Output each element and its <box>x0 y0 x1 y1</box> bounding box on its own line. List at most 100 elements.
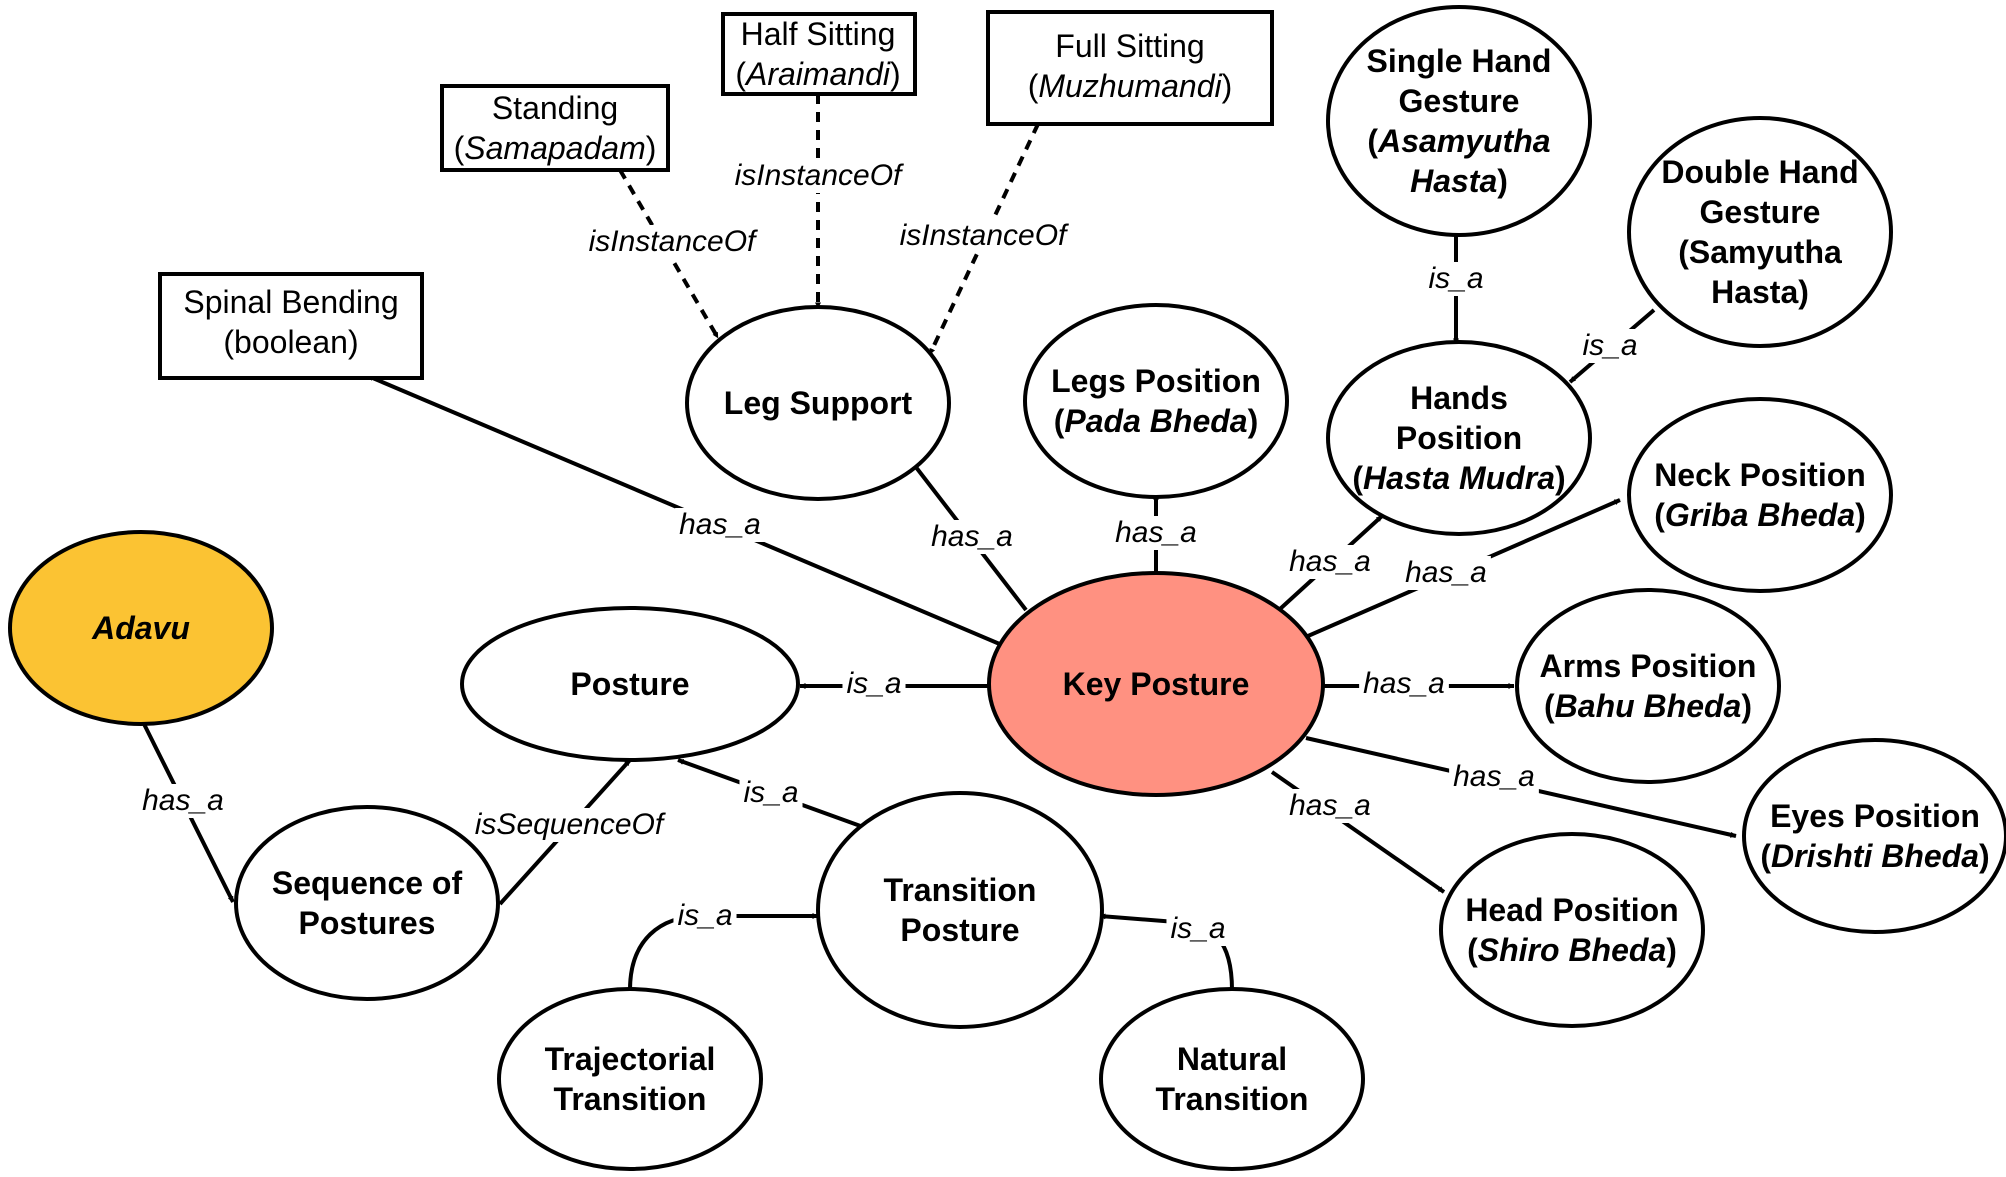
node-label-segment: ( <box>1544 688 1555 724</box>
node-label-segment: Hasta) <box>1711 274 1809 310</box>
edge-label-background <box>1166 912 1230 946</box>
node-label-segment: Pada Bheda <box>1064 403 1247 439</box>
node-label-line: Posture <box>900 912 1019 948</box>
node-label-segment: (boolean) <box>223 324 358 360</box>
node-label-segment: Half Sitting <box>741 16 896 52</box>
node-label-line: (Griba Bheda) <box>1654 497 1866 533</box>
edge-label-background <box>895 219 1071 253</box>
node-label-segment: Transition <box>884 872 1037 908</box>
node-label-segment: Full Sitting <box>1055 28 1204 64</box>
node-label-segment: Standing <box>492 90 618 126</box>
node-label-segment: ( <box>1367 123 1378 159</box>
edge-label-background <box>1449 760 1539 794</box>
node-label-line: Neck Position <box>1654 457 1866 493</box>
edge-key-posture-arms-position: has_a <box>1323 667 1515 701</box>
node-neck-position: Neck Position (Griba Bheda) <box>1627 397 1893 593</box>
edge-label: has_a <box>1289 789 1371 822</box>
node-label-segment: Gesture <box>1700 194 1821 230</box>
edge-label: is_a <box>1170 912 1225 945</box>
node-label-line: Hands <box>1410 380 1508 416</box>
node-posture: Posture <box>460 606 800 762</box>
edge-label: is_a <box>846 667 901 700</box>
edge-transition-posture-posture: is_a <box>677 758 867 830</box>
node-label-segment: ) <box>1222 68 1233 104</box>
edge-label-background <box>730 159 906 193</box>
node-label-segment: (Samyutha <box>1678 234 1842 270</box>
node-label-segment: Shiro Bheda <box>1478 932 1666 968</box>
node-label-line: (boolean) <box>223 324 358 360</box>
edge-label-background <box>1424 262 1488 296</box>
node-label-line: (Hasta Mudra) <box>1352 460 1565 496</box>
node-label-segment: ( <box>1467 932 1478 968</box>
edge-label-background <box>138 784 228 818</box>
edge-key-posture-head-position: has_a <box>1270 770 1446 894</box>
node-label-segment: ( <box>1760 838 1771 874</box>
edge-label: is_a <box>1428 262 1483 295</box>
edge-natural-transition-posture: is_a <box>1099 912 1234 991</box>
node-label-segment: ( <box>1028 68 1039 104</box>
node-label-line: Key Posture <box>1063 666 1250 702</box>
edge-label: has_a <box>679 508 761 541</box>
node-label-segment: ) <box>1855 497 1866 533</box>
edge-key-posture-eyes-position: has_a <box>1305 736 1737 838</box>
node-adavu: Adavu <box>8 530 274 726</box>
node-label-segment: Key Posture <box>1063 666 1250 702</box>
node-label-line: Hasta) <box>1410 163 1508 199</box>
node-standing: Standing(Samapadam) <box>440 84 670 172</box>
node-label-line: Gesture <box>1700 194 1821 230</box>
node-spinal-bending: Spinal Bending(boolean) <box>158 272 424 380</box>
node-label-segment: Trajectorial <box>545 1041 716 1077</box>
node-label-segment: ) <box>1248 403 1259 439</box>
node-label-line: Natural <box>1177 1041 1287 1077</box>
node-label-segment: Legs Position <box>1051 363 1261 399</box>
node-label-segment: ) <box>646 130 657 166</box>
edge-label: has_a <box>1289 545 1371 578</box>
edge-adavu-sequence: has_a <box>138 723 235 903</box>
node-label-line: Legs Position <box>1051 363 1261 399</box>
node-label-line: Half Sitting <box>741 16 896 52</box>
node-label-segment: Asamyutha <box>1377 123 1551 159</box>
edge-sequence-posture: isSequenceOf <box>470 758 668 906</box>
node-label-segment: ( <box>454 130 465 166</box>
edge-label: has_a <box>931 520 1013 553</box>
node-label-segment: Single Hand <box>1367 43 1552 79</box>
node-label-segment: Transition <box>554 1081 707 1117</box>
edge-key-posture-neck-position: has_a <box>1307 498 1621 638</box>
edge-label-background <box>1111 516 1201 550</box>
edge-label-background <box>675 508 765 542</box>
node-label-segment: ) <box>1497 163 1508 199</box>
edge-key-posture-legs-position: has_a <box>1111 493 1201 574</box>
node-label-line: Transition <box>884 872 1037 908</box>
edge-label: has_a <box>142 784 224 817</box>
node-label-segment: Adavu <box>91 610 190 646</box>
node-label-line: Arms Position <box>1540 648 1757 684</box>
node-label-segment: Head Position <box>1465 892 1678 928</box>
node-label-line: (Samyutha <box>1678 234 1842 270</box>
node-label-line: (Muzhumandi) <box>1028 68 1233 104</box>
edge-label-background <box>584 225 760 259</box>
node-label-segment: ( <box>1654 497 1665 533</box>
edge-label: isInstanceOf <box>589 225 758 258</box>
node-label-segment: Bahu Bheda <box>1555 688 1742 724</box>
node-label-segment: Drishti Bheda <box>1771 838 1979 874</box>
node-label-segment: Hasta <box>1410 163 1497 199</box>
node-label-segment: Muzhumandi <box>1038 68 1222 104</box>
node-label-line: Leg Support <box>724 385 913 421</box>
node-label-segment: Hasta Mudra <box>1363 460 1555 496</box>
edge-half-sitting-leg-support: isInstanceOf <box>730 94 906 309</box>
node-label-segment: ) <box>1666 932 1677 968</box>
node-label-line: Standing <box>492 90 618 126</box>
edge-label-background <box>673 899 737 933</box>
node-label-line: (Pada Bheda) <box>1054 403 1258 439</box>
edge-label: isInstanceOf <box>900 219 1069 252</box>
edges-layer: isInstanceOf isInstanceOf isInstanceOf h… <box>138 94 1737 991</box>
node-label-segment: Hands <box>1410 380 1508 416</box>
node-label-segment: Transition <box>1156 1081 1309 1117</box>
node-key-posture: Key Posture <box>987 571 1325 797</box>
